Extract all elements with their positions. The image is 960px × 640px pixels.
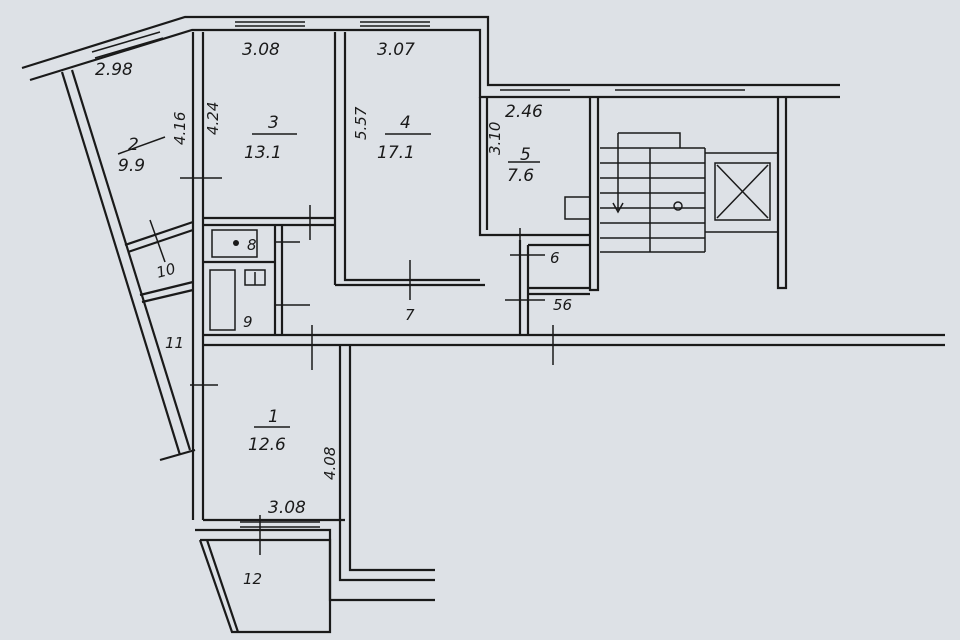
area-12: 12: [243, 570, 262, 588]
dim-room5-depth: 3.10: [486, 122, 504, 155]
staircase: [564, 132, 778, 253]
area-9: 9: [243, 313, 253, 331]
toilet-icon: [211, 229, 258, 258]
area-6: 6: [550, 249, 560, 267]
area-11: 11: [165, 334, 184, 352]
room-number: 4: [400, 113, 411, 133]
walls: [21, 15, 945, 634]
dim-room2-width: 2.98: [95, 60, 133, 80]
elevator-icon: [714, 162, 771, 221]
dim-room5-width: 2.46: [505, 102, 543, 122]
dim-room2-depth: 4.16: [171, 112, 189, 145]
dim-room1-depth: 4.08: [321, 447, 339, 480]
room-3-label: 3 13.1: [244, 113, 297, 163]
room-area: 17.1: [377, 143, 415, 163]
labels: 2.98 3.08 3.07 2.46 3.08 4.16 4.24 5.57 …: [95, 40, 572, 588]
room-area: 13.1: [244, 143, 282, 163]
dim-room3-depth: 4.24: [204, 102, 222, 135]
area-56: 56: [553, 296, 572, 314]
room-number: 5: [520, 145, 531, 165]
area-10: 10: [154, 260, 177, 282]
dim-room4-depth: 5.57: [352, 106, 370, 140]
area-7: 7: [405, 306, 415, 324]
room-5-label: 5 7.6: [507, 145, 540, 186]
room-1-label: 1 12.6: [248, 407, 290, 455]
room-4-label: 4 17.1: [377, 113, 431, 163]
dim-room1-width: 3.08: [268, 498, 306, 518]
room-number: 1: [268, 407, 279, 427]
room-2-label: 2 9.9: [117, 135, 166, 176]
room-area: 9.9: [118, 156, 145, 176]
room-number: 3: [268, 113, 279, 133]
room-number: 2: [128, 135, 139, 155]
room-area: 7.6: [507, 166, 534, 186]
room-area: 12.6: [248, 435, 286, 455]
bathtub-icon: [209, 269, 236, 331]
dim-room4-width: 3.07: [377, 40, 415, 60]
dim-room3-width: 3.08: [242, 40, 280, 60]
area-8: 8: [247, 236, 257, 254]
